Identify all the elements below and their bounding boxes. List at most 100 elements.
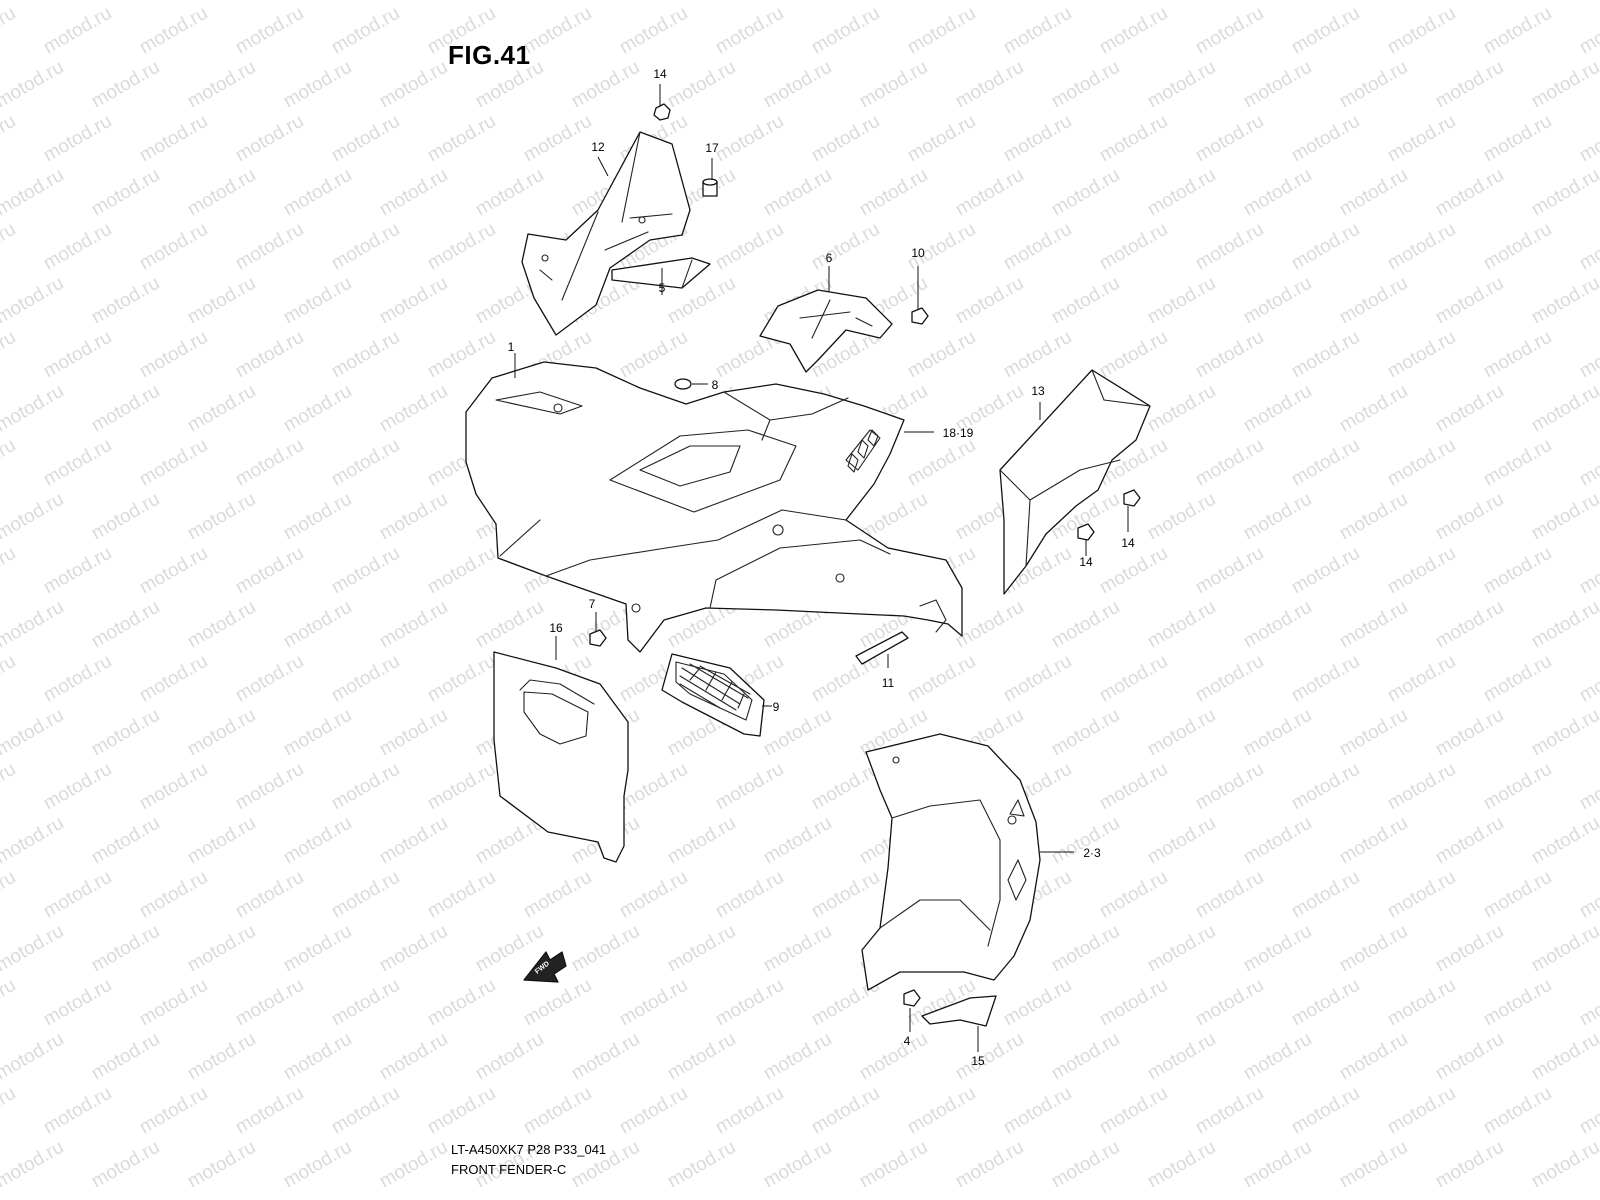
watermark-text: motod.ru (568, 921, 643, 977)
watermark-text: motod.ru (808, 111, 883, 167)
watermark-text: motod.ru (712, 759, 787, 815)
watermark-text: motod.ru (1288, 759, 1363, 815)
watermark-text: motod.ru (1432, 0, 1507, 4)
watermark-text: motod.ru (1432, 1029, 1507, 1085)
watermark-text: motod.ru (1192, 435, 1267, 491)
watermark-text: motod.ru (1048, 597, 1123, 653)
watermark-text: motod.ru (40, 543, 115, 599)
watermark-text: motod.ru (40, 867, 115, 923)
watermark-text: motod.ru (328, 327, 403, 383)
part-10-screw (911, 307, 929, 325)
callout-12: 12 (591, 140, 605, 154)
watermark-text: motod.ru (712, 975, 787, 1031)
watermark-text: motod.ru (184, 597, 259, 653)
section-name: FRONT FENDER-C (451, 1162, 567, 1177)
watermark-text: motod.ru (856, 1137, 931, 1193)
watermark-text: motod.ru (0, 219, 19, 275)
callout-9: 9 (773, 700, 780, 714)
watermark-text: motod.ru (1240, 1029, 1315, 1085)
watermark-text: motod.ru (952, 597, 1027, 653)
watermark-text: motod.ru (232, 651, 307, 707)
watermark-text: motod.ru (376, 57, 451, 113)
watermark-text: motod.ru (1000, 327, 1075, 383)
watermark-text: motod.ru (1288, 651, 1363, 707)
watermark-text: motod.ru (1144, 165, 1219, 221)
watermark-text: motod.ru (1144, 921, 1219, 977)
watermark-text: motod.ru (616, 975, 691, 1031)
watermark-text: motod.ru (1144, 597, 1219, 653)
callout-18-19: 18·19 (943, 426, 974, 440)
watermark-text: motod.ru (1336, 813, 1411, 869)
watermark-text: motod.ru (1384, 651, 1459, 707)
watermark-text: motod.ru (1336, 921, 1411, 977)
callout-6: 6 (826, 251, 833, 265)
watermark-text: motod.ru (1240, 489, 1315, 545)
callout-5: 5 (659, 281, 666, 295)
watermark-text: motod.ru (1288, 327, 1363, 383)
watermark-text: motod.ru (1336, 705, 1411, 761)
watermark-text: motod.ru (184, 921, 259, 977)
watermark-text: motod.ru (40, 1083, 115, 1139)
watermark-text: motod.ru (472, 597, 547, 653)
watermark-text: motod.ru (1240, 705, 1315, 761)
watermark-text: motod.ru (1192, 543, 1267, 599)
watermark-text: motod.ru (88, 1137, 163, 1193)
watermark-text: motod.ru (0, 921, 67, 977)
watermark-text: motod.ru (1480, 327, 1555, 383)
watermark-text: motod.ru (424, 975, 499, 1031)
watermark-text: motod.ru (1336, 489, 1411, 545)
watermark-text: motod.ru (280, 0, 355, 4)
part-11-label-strip (855, 631, 909, 665)
watermark-text: motod.ru (1576, 1083, 1600, 1139)
watermark-text: motod.ru (40, 759, 115, 815)
watermark-text: motod.ru (1576, 867, 1600, 923)
watermark-text: motod.ru (1192, 759, 1267, 815)
watermark-text: motod.ru (232, 759, 307, 815)
watermark-text: motod.ru (280, 597, 355, 653)
watermark-text: motod.ru (1000, 219, 1075, 275)
watermark-text: motod.ru (376, 489, 451, 545)
watermark-text: motod.ru (376, 165, 451, 221)
watermark-text: motod.ru (376, 1137, 451, 1193)
watermark-text: motod.ru (136, 219, 211, 275)
watermark-text: motod.ru (1048, 57, 1123, 113)
watermark-text: motod.ru (1384, 543, 1459, 599)
watermark-text: motod.ru (1096, 1083, 1171, 1139)
watermark-text: motod.ru (904, 327, 979, 383)
watermark-text: motod.ru (1288, 975, 1363, 1031)
watermark-text: motod.ru (1192, 327, 1267, 383)
watermark-text: motod.ru (1240, 597, 1315, 653)
watermark-text: motod.ru (1192, 975, 1267, 1031)
watermark-text: motod.ru (760, 0, 835, 4)
watermark-text: motod.ru (664, 921, 739, 977)
watermark-text: motod.ru (952, 1137, 1027, 1193)
watermark-text: motod.ru (1000, 651, 1075, 707)
watermark-text: motod.ru (136, 3, 211, 59)
watermark-text: motod.ru (760, 813, 835, 869)
watermark-text: motod.ru (1576, 975, 1600, 1031)
callout-16: 16 (549, 621, 563, 635)
watermark-text: motod.ru (1144, 1029, 1219, 1085)
watermark-text: motod.ru (1336, 57, 1411, 113)
watermark-text: motod.ru (424, 543, 499, 599)
watermark-text: motod.ru (1048, 705, 1123, 761)
watermark-text: motod.ru (1144, 705, 1219, 761)
watermark-text: motod.ru (1384, 327, 1459, 383)
watermark-text: motod.ru (760, 921, 835, 977)
watermark-text: motod.ru (1528, 597, 1600, 653)
watermark-text: motod.ru (1384, 867, 1459, 923)
watermark-text: motod.ru (1288, 219, 1363, 275)
watermark-text: motod.ru (0, 867, 19, 923)
watermark-text: motod.ru (1144, 0, 1219, 4)
watermark-text: motod.ru (0, 273, 67, 329)
watermark-text: motod.ru (1288, 867, 1363, 923)
watermark-text: motod.ru (1480, 759, 1555, 815)
watermark-text: motod.ru (1144, 1137, 1219, 1193)
watermark-text: motod.ru (1192, 3, 1267, 59)
watermark-text: motod.ru (40, 975, 115, 1031)
watermark-text: motod.ru (0, 327, 19, 383)
watermark-text: motod.ru (664, 813, 739, 869)
watermark-text: motod.ru (1240, 381, 1315, 437)
part-9-grille (661, 653, 765, 737)
